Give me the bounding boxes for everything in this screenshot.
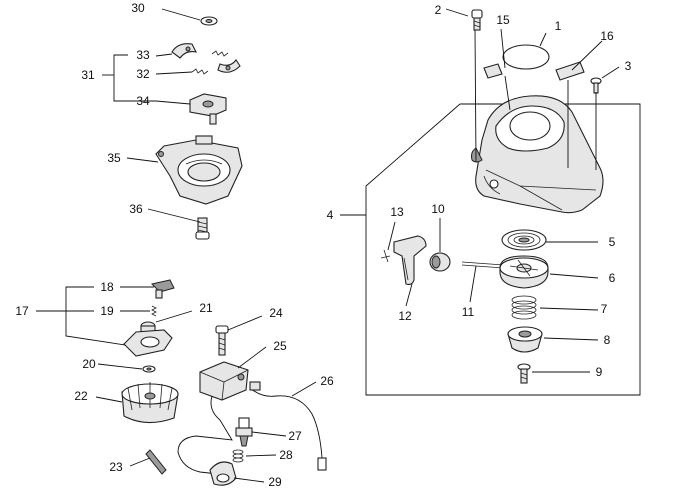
callout-29: 29	[268, 475, 282, 489]
spark-plug-cap	[209, 461, 237, 486]
handle-insert	[380, 249, 391, 263]
callout-27: 27	[288, 429, 302, 443]
decal-oval	[502, 44, 550, 70]
vent-tube	[145, 449, 167, 475]
callout-4: 4	[327, 208, 334, 222]
clutch-spring-upper	[211, 50, 229, 57]
collar-21	[140, 321, 156, 333]
callout-33: 33	[136, 48, 150, 62]
ratchet-cap	[507, 326, 543, 353]
washer-30	[200, 16, 218, 26]
ignition-group	[65, 279, 327, 486]
starter-reel	[499, 255, 549, 289]
callout-10: 10	[431, 202, 445, 216]
recoil-spring	[501, 229, 547, 251]
callout-16: 16	[600, 29, 614, 43]
rope-grommet	[429, 252, 451, 272]
callout-32: 32	[136, 67, 150, 81]
callout-25: 25	[273, 339, 287, 353]
callout-17: 17	[15, 304, 29, 318]
recoil-starter-group	[365, 9, 641, 396]
callout-20: 20	[82, 357, 96, 371]
callout-23: 23	[109, 460, 123, 474]
callout-19: 19	[100, 304, 114, 318]
callout-8: 8	[604, 333, 611, 347]
spark-plug	[235, 417, 253, 447]
callout-24: 24	[269, 306, 283, 320]
screw-3	[590, 77, 602, 94]
stop-switch-lead	[249, 381, 327, 471]
pawl-spring	[151, 305, 157, 317]
bracket-17	[65, 286, 133, 347]
starter-group-outline	[365, 103, 641, 396]
callout-labels: 1 2 3 4 5 6 7 8 9 10 11 12 13 15 16 17 1…	[15, 1, 631, 489]
decal-label-16	[555, 61, 585, 81]
callout-21: 21	[199, 301, 213, 315]
clutch-shoe-upper	[171, 43, 197, 59]
clutch-hub	[189, 93, 227, 125]
callout-36: 36	[129, 202, 143, 216]
bolt-36	[195, 217, 210, 240]
starter-housing	[471, 95, 604, 214]
washer-20	[142, 365, 156, 373]
decal-label-15	[483, 63, 503, 79]
callout-31: 31	[81, 68, 95, 82]
callout-30: 30	[131, 1, 145, 15]
compression-spring	[511, 295, 537, 320]
callout-28: 28	[279, 448, 293, 462]
clutch-spring-lower	[191, 68, 209, 75]
callout-2: 2	[435, 3, 442, 17]
starter-handle	[393, 235, 427, 286]
drive-plate	[123, 329, 173, 357]
screw-9	[517, 363, 531, 384]
ignition-coil	[199, 361, 249, 401]
callout-11: 11	[462, 305, 475, 319]
callout-1: 1	[555, 19, 562, 33]
callout-18: 18	[100, 280, 114, 294]
callout-3: 3	[625, 59, 632, 73]
clutch-housing	[155, 135, 243, 205]
screw-24	[215, 325, 229, 356]
callout-15: 15	[496, 13, 510, 27]
callout-12: 12	[398, 309, 412, 323]
leader-lines	[36, 8, 620, 483]
callout-35: 35	[107, 151, 121, 165]
screw-2	[471, 9, 483, 31]
clutch-housing-group	[155, 16, 243, 240]
plug-spring	[232, 449, 244, 463]
callout-13: 13	[390, 205, 404, 219]
high-tension-lead	[177, 395, 233, 475]
clutch-shoe-lower	[217, 59, 241, 73]
callout-6: 6	[609, 271, 616, 285]
callout-9: 9	[596, 365, 603, 379]
callout-22: 22	[74, 389, 88, 403]
callout-5: 5	[609, 235, 616, 249]
callout-34: 34	[136, 94, 150, 108]
pawl-18	[151, 279, 175, 299]
callout-26: 26	[320, 374, 334, 388]
callout-7: 7	[601, 302, 608, 316]
flywheel	[121, 382, 179, 424]
